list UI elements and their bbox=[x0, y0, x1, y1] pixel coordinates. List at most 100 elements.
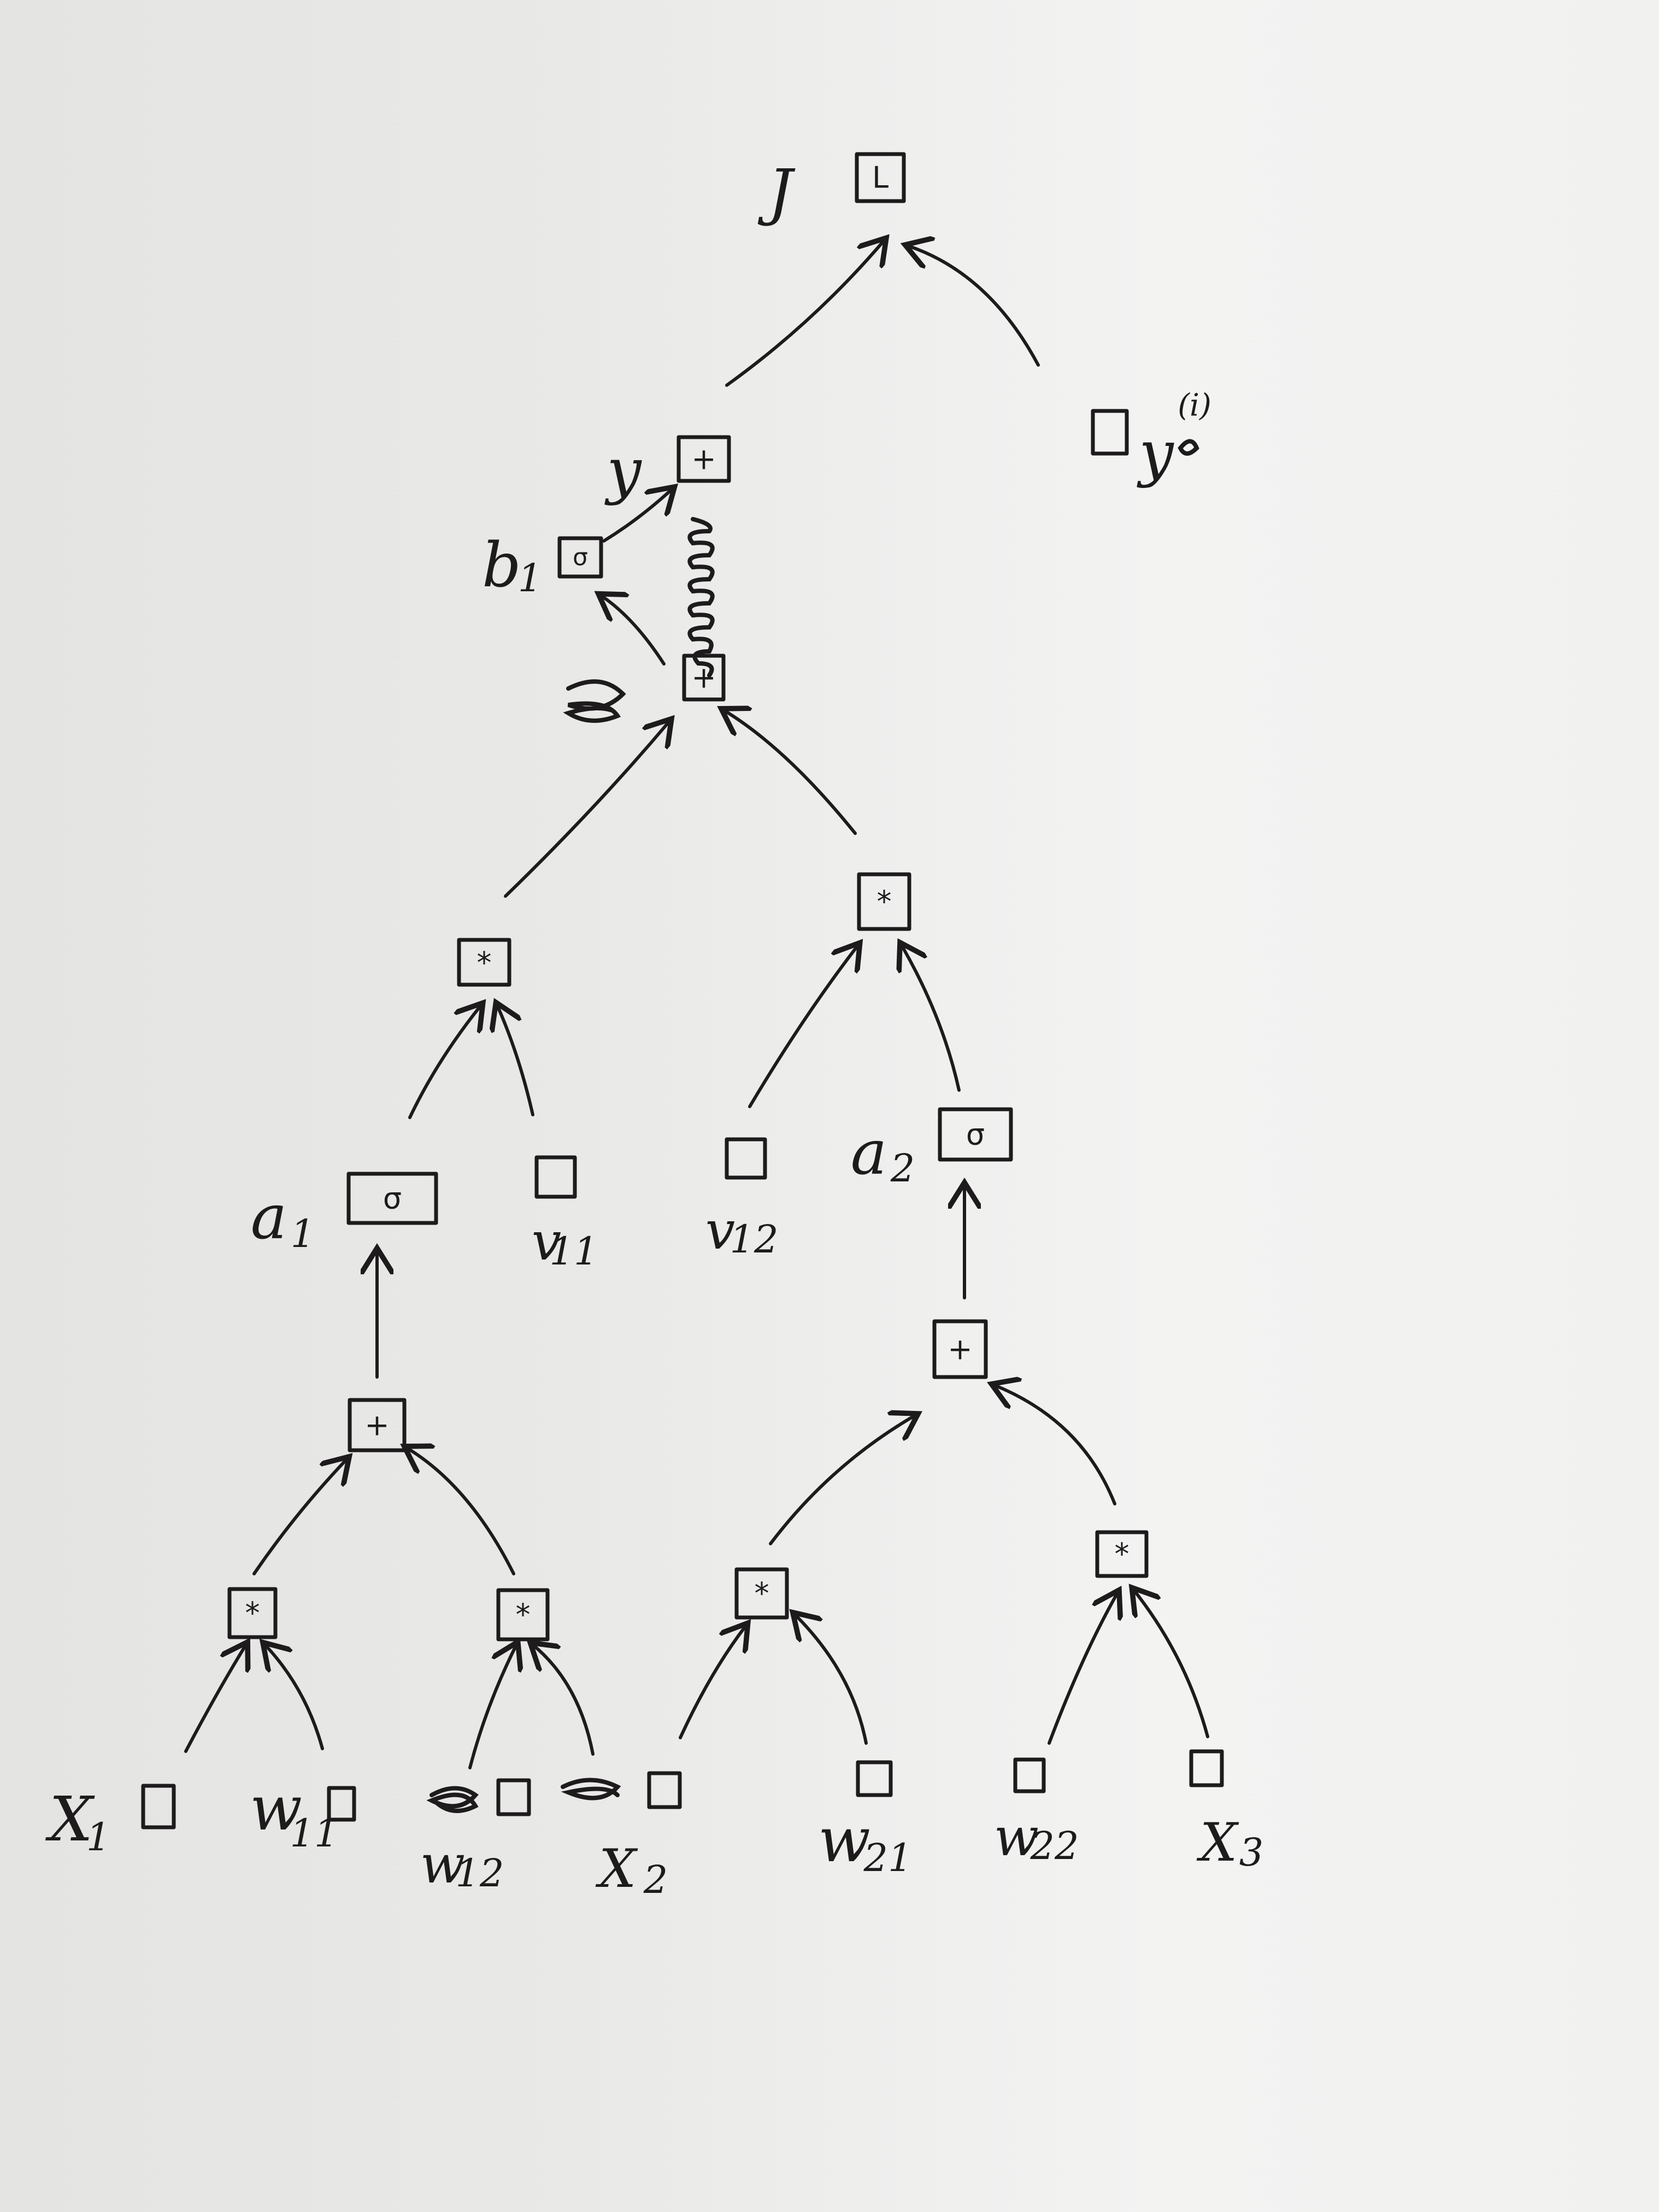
x3-label: X bbox=[1196, 1812, 1239, 1873]
v11-node: v 11 bbox=[532, 1155, 598, 1274]
w22-box bbox=[1013, 1757, 1046, 1793]
w12-label: w bbox=[420, 1834, 465, 1895]
a1-op-box bbox=[346, 1172, 438, 1225]
loss-op-symbol: L bbox=[872, 161, 889, 195]
x2-scribble bbox=[561, 1778, 621, 1801]
product-v12-a2-node: * bbox=[857, 872, 911, 931]
edge-w12-to-product bbox=[468, 1645, 516, 1769]
product-w22-x3-box bbox=[1095, 1530, 1149, 1578]
a1-subscript: 1 bbox=[291, 1211, 315, 1256]
product-v12-a2-symbol: * bbox=[877, 885, 892, 919]
product-w22-x3-symbol: * bbox=[1115, 1537, 1129, 1572]
b1-label: b bbox=[482, 530, 521, 601]
w11-box bbox=[327, 1786, 356, 1822]
edge-x1-to-product bbox=[184, 1645, 246, 1753]
product-x1-w11-box bbox=[227, 1587, 278, 1639]
y-node: y + bbox=[604, 435, 731, 507]
a2-op-symbol: σ bbox=[966, 1117, 985, 1152]
right-sum-node: + bbox=[932, 1319, 988, 1379]
edge-sum-to-b1 bbox=[601, 596, 666, 666]
product-a1-v11-node: * bbox=[457, 938, 511, 987]
product-w12-x2-symbol: * bbox=[516, 1598, 531, 1632]
w12-subscript: 12 bbox=[455, 1851, 504, 1896]
w22-node: w 22 bbox=[994, 1757, 1079, 1868]
loss-label: J bbox=[758, 157, 796, 228]
w21-box bbox=[856, 1760, 893, 1797]
w11-label: w bbox=[250, 1773, 302, 1844]
edge-ytrue-to-loss bbox=[908, 246, 1040, 367]
product-x2-w21-box bbox=[734, 1567, 789, 1620]
v12-label: v bbox=[705, 1200, 735, 1261]
edge-y-to-loss bbox=[725, 240, 884, 387]
left-sum-symbol: + bbox=[364, 1408, 389, 1443]
edge-right-product-to-sum bbox=[724, 710, 857, 835]
edge-v11-to-product bbox=[497, 1005, 534, 1116]
loss-node: J L bbox=[758, 152, 906, 228]
left-sum-box bbox=[348, 1398, 407, 1452]
a1-op-symbol: σ bbox=[383, 1181, 402, 1216]
loss-op-box bbox=[855, 152, 906, 203]
edge-b1-to-y bbox=[602, 489, 672, 543]
ytrue-label: y bbox=[1136, 418, 1174, 489]
edge-x3-to-product bbox=[1134, 1590, 1209, 1738]
w21-subscript: 21 bbox=[863, 1836, 912, 1880]
b1-node: b 1 σ bbox=[482, 530, 603, 601]
w11-subscript: 11 bbox=[290, 1811, 338, 1856]
w21-node: w 21 bbox=[818, 1760, 913, 1880]
x2-subscript: 2 bbox=[643, 1857, 668, 1902]
a2-subscript: 2 bbox=[890, 1146, 915, 1191]
product-v12-a2-box bbox=[857, 872, 911, 931]
right-sum-box bbox=[932, 1319, 988, 1379]
product-w22-x3-node: * bbox=[1095, 1530, 1149, 1578]
sum-node: + bbox=[563, 654, 726, 723]
v12-subscript: 12 bbox=[730, 1217, 778, 1262]
v11-label: v bbox=[532, 1211, 561, 1272]
x3-box bbox=[1189, 1749, 1224, 1787]
edge-left-product-to-sum bbox=[504, 721, 669, 898]
edge-x1w11-product-to-left-sum bbox=[252, 1459, 347, 1575]
ytrue-superscript: (i) bbox=[1178, 388, 1211, 423]
y-op-box bbox=[676, 435, 731, 483]
sum-op-box bbox=[682, 654, 726, 702]
ytrue-scribble bbox=[1178, 439, 1199, 456]
v11-box bbox=[534, 1155, 577, 1199]
edge-w11-to-product bbox=[265, 1645, 324, 1750]
w12-node: w 12 bbox=[420, 1778, 531, 1896]
product-w12-x2-node: * bbox=[496, 1588, 550, 1642]
w21-label: w bbox=[818, 1805, 870, 1876]
ytrue-box bbox=[1091, 409, 1129, 456]
b1-op-box bbox=[557, 536, 603, 579]
y-op-symbol: + bbox=[691, 442, 716, 476]
b1-op-symbol: σ bbox=[573, 544, 588, 572]
v12-box bbox=[725, 1137, 767, 1180]
w11-node: w 11 bbox=[250, 1773, 356, 1856]
x2-label: X bbox=[595, 1838, 638, 1899]
edge-w21-to-product bbox=[795, 1615, 868, 1745]
x3-node: X 3 bbox=[1189, 1749, 1264, 1875]
product-x1-w11-node: * bbox=[227, 1587, 278, 1639]
x3-subscript: 3 bbox=[1239, 1830, 1264, 1875]
v11-subscript: 11 bbox=[549, 1229, 598, 1274]
left-sum-node: + bbox=[348, 1398, 407, 1452]
product-x1-w11-symbol: * bbox=[245, 1596, 260, 1631]
ytrue-node: y (i) bbox=[1091, 388, 1211, 489]
y-label: y bbox=[604, 436, 642, 507]
scribbled-edge bbox=[687, 517, 715, 678]
x2-node: X 2 bbox=[561, 1771, 682, 1902]
edge-a2-to-product bbox=[902, 945, 961, 1092]
w12-scribble bbox=[426, 1786, 479, 1813]
edge-x2-to-product-left bbox=[533, 1645, 595, 1756]
edge-w22-to-product bbox=[1048, 1593, 1117, 1745]
edge-a1-to-product bbox=[408, 1005, 481, 1119]
right-sum-symbol: + bbox=[948, 1332, 972, 1367]
edge-x2w21-product-to-right-sum bbox=[769, 1415, 915, 1545]
x2-box bbox=[647, 1771, 682, 1809]
x1-node: X 1 bbox=[45, 1784, 176, 1860]
v12-node: v 12 bbox=[705, 1137, 779, 1262]
edge-v12-to-product bbox=[748, 945, 858, 1108]
w22-label: w bbox=[994, 1807, 1039, 1868]
a2-label: a bbox=[851, 1117, 887, 1189]
x1-subscript: 1 bbox=[86, 1815, 111, 1860]
